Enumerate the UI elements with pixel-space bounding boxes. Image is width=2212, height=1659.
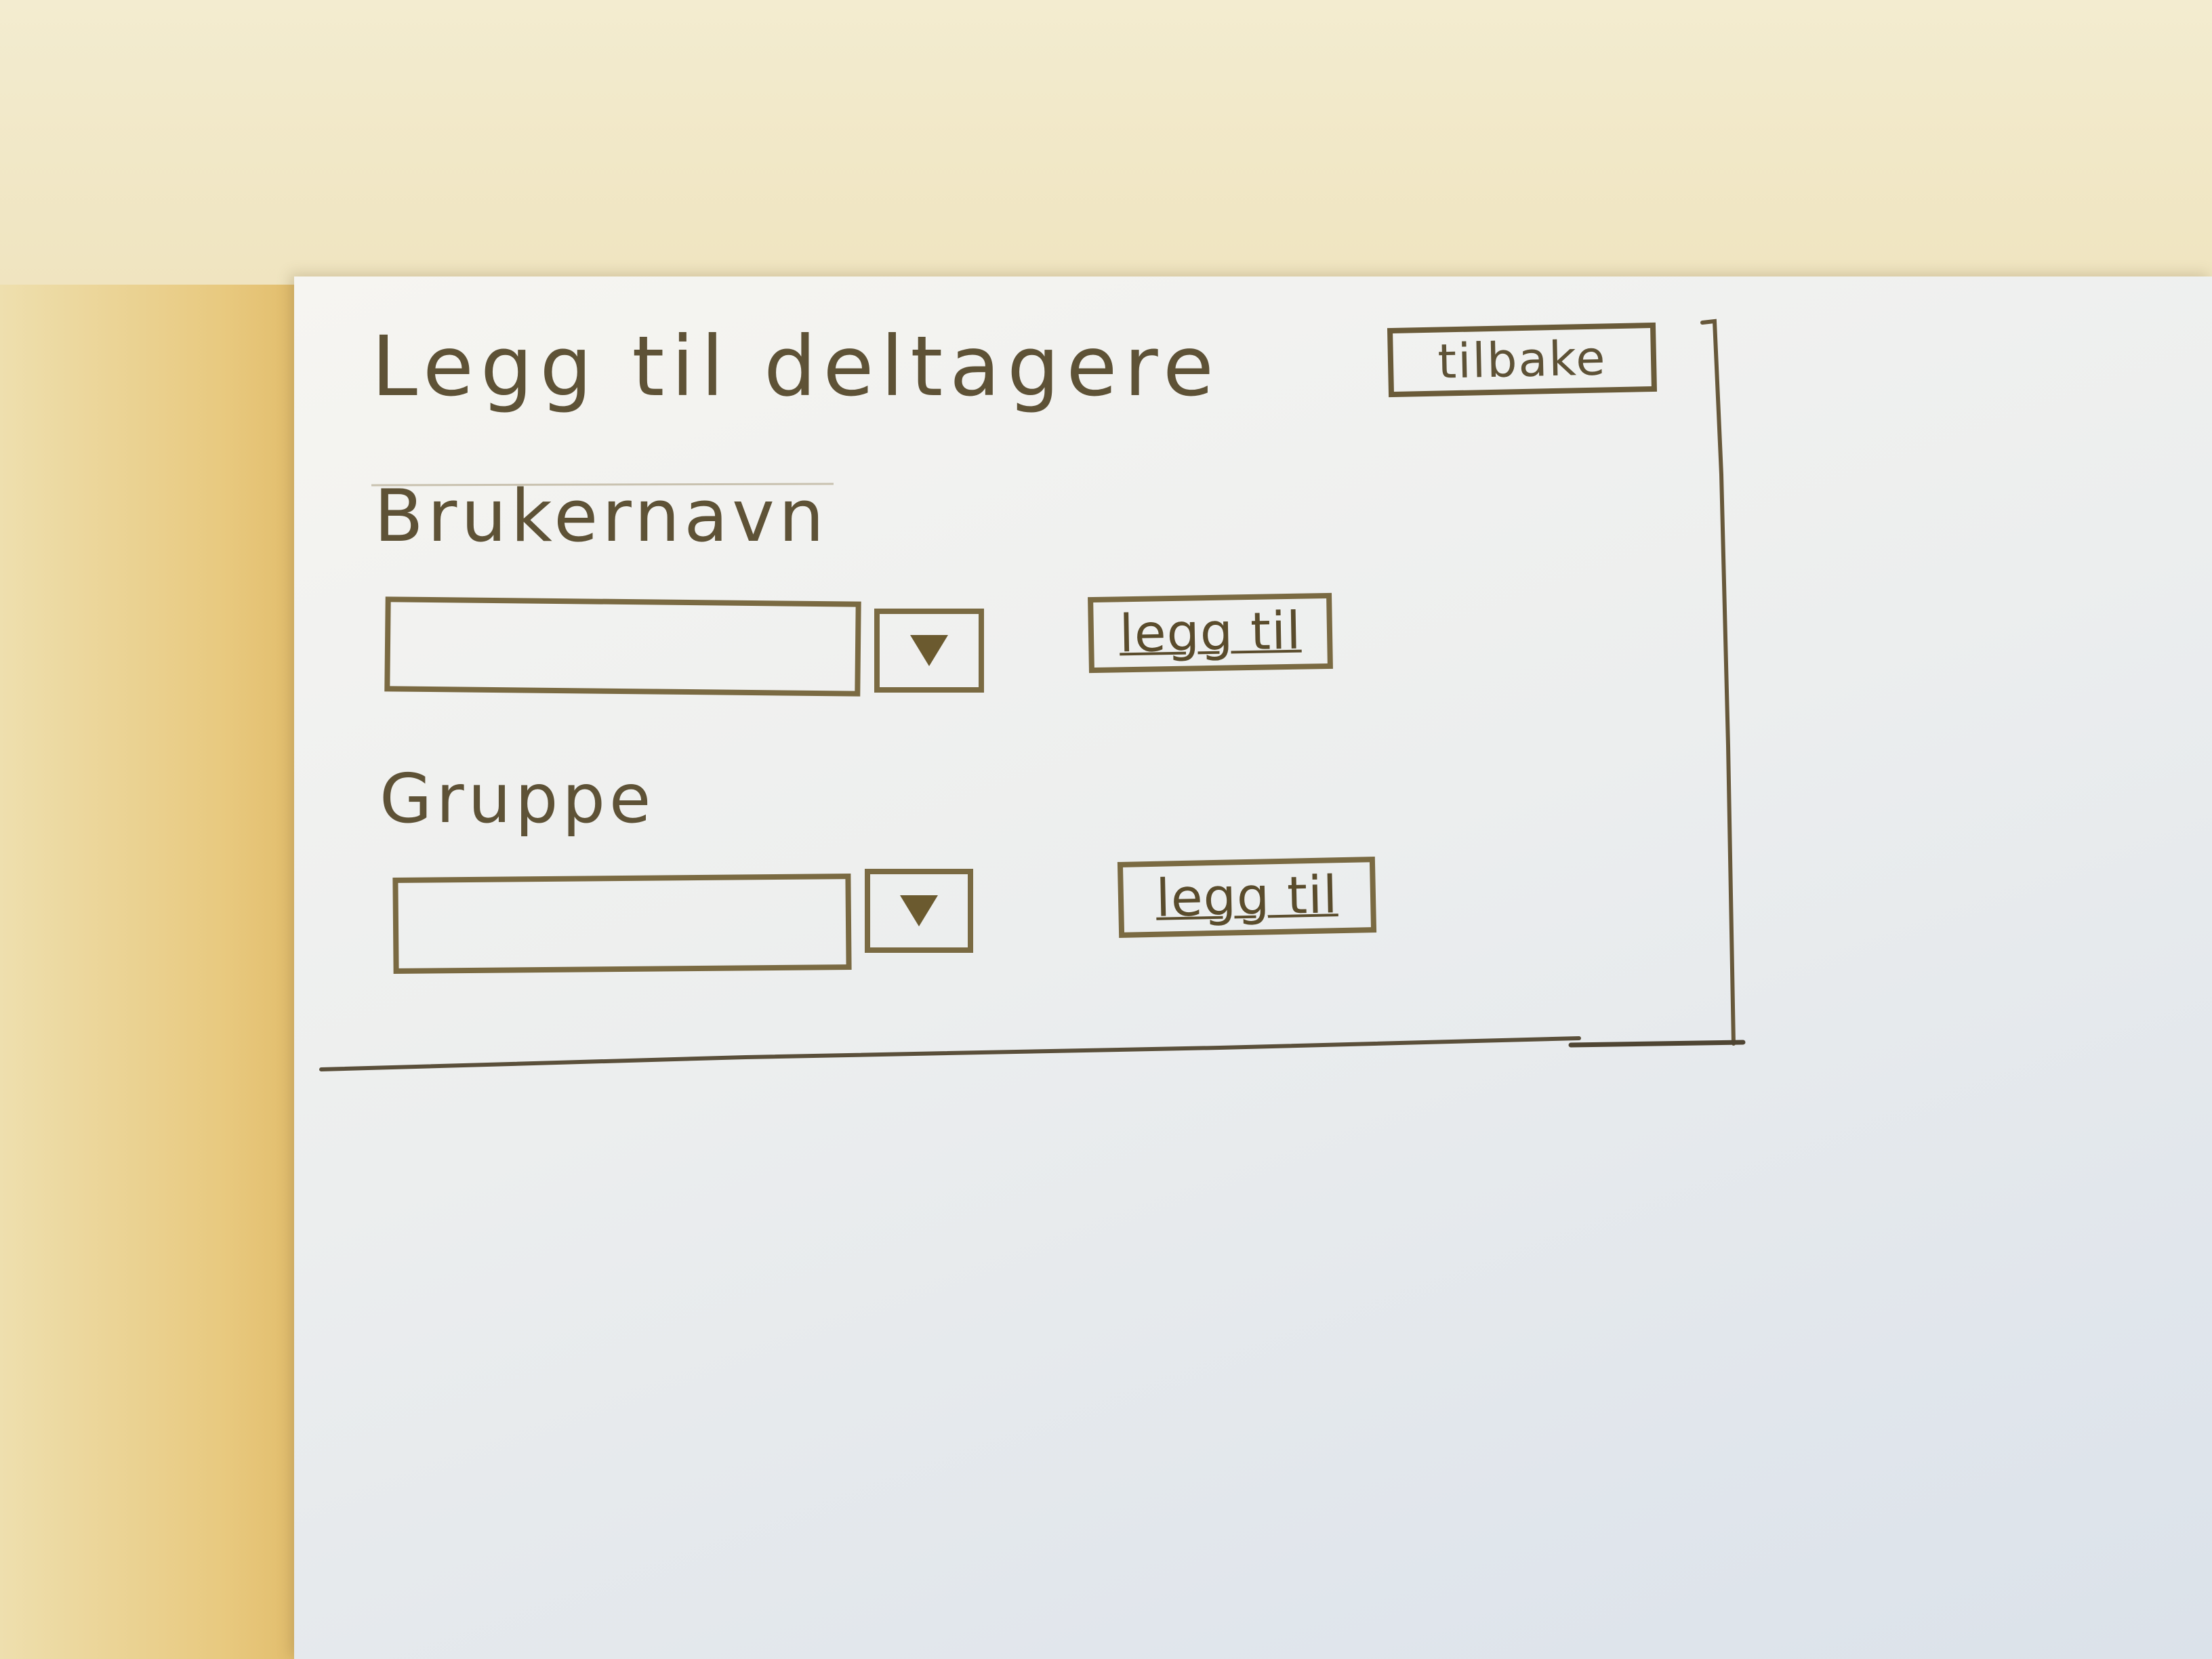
add-user-button[interactable]: legg til xyxy=(1088,592,1333,674)
username-dropdown-button[interactable] xyxy=(874,609,984,693)
add-group-button[interactable]: legg til xyxy=(1117,857,1377,938)
triangle-down-icon xyxy=(900,895,938,926)
group-label: Gruppe xyxy=(380,759,655,838)
page-title: Legg til deltagere xyxy=(371,319,1221,415)
triangle-down-icon xyxy=(910,635,948,666)
username-input[interactable] xyxy=(384,596,861,697)
username-label: Brukernavn xyxy=(374,474,829,558)
back-button[interactable]: tilbake xyxy=(1387,322,1658,398)
desk-surface xyxy=(0,285,298,1659)
group-dropdown-button[interactable] xyxy=(865,869,973,953)
group-input[interactable] xyxy=(392,874,852,974)
sketch-paper xyxy=(294,276,2212,1659)
